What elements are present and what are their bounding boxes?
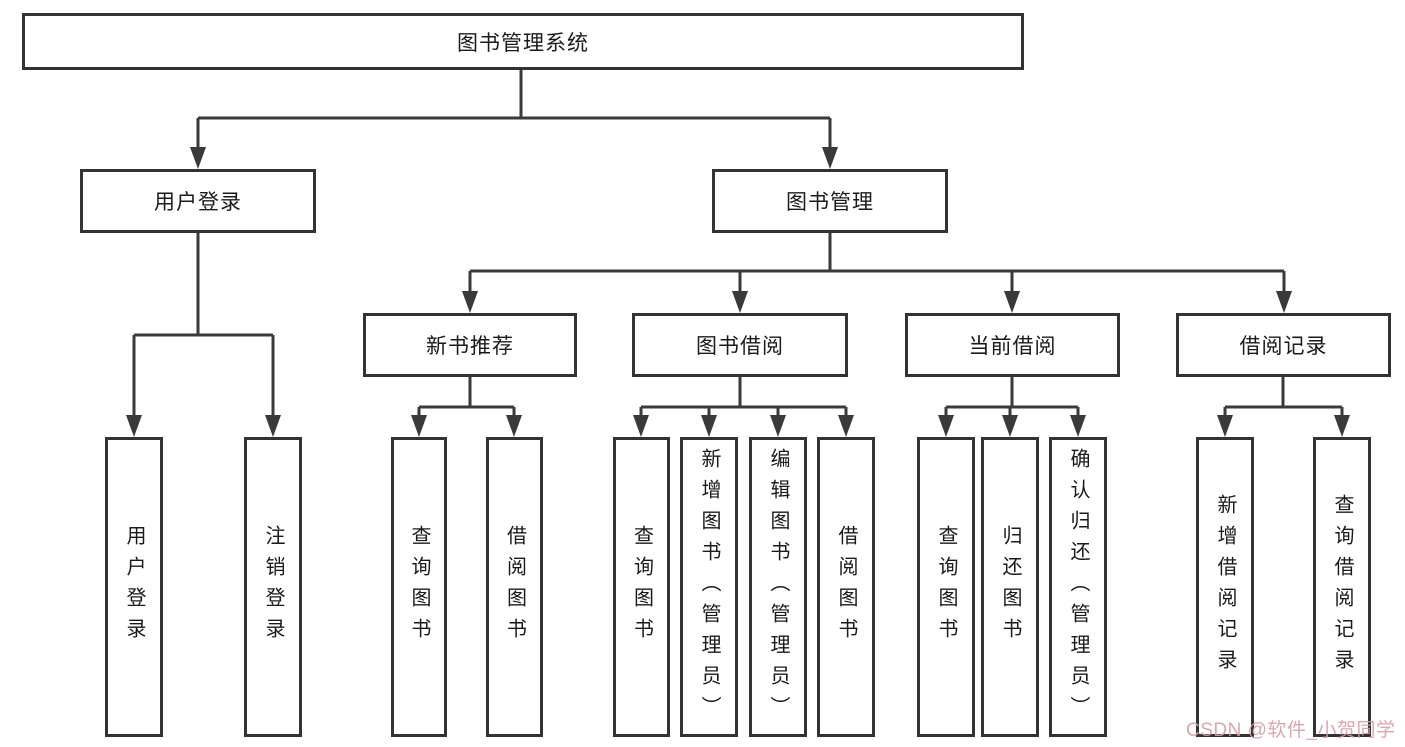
node-label: 查询图书 [630, 525, 653, 649]
node-newbook-borrow-books: 借阅图书 [486, 437, 543, 737]
node-label: 确认归还（管理员） [1067, 447, 1089, 727]
node-leaf-user-login: 用户登录 [105, 437, 163, 737]
csdn-watermark: CSDN @软件_小贺同学 [1186, 720, 1396, 741]
node-label: 查询图书 [408, 525, 430, 649]
node-label: 用户登录 [123, 525, 145, 649]
connector-login-to-leaves [126, 233, 281, 437]
node-leaf-logout: 注销登录 [244, 437, 302, 737]
connector-newbook-to-leaves [411, 377, 522, 437]
node-user-login: 用户登录 [80, 169, 316, 233]
node-current-query-books: 查询图书 [917, 437, 975, 737]
node-borrow-borrow-books: 借阅图书 [817, 437, 875, 737]
node-label: 编辑图书（管理员） [767, 447, 789, 727]
node-newbook-query-books: 查询图书 [391, 437, 447, 737]
node-borrow-edit-books-admin: 编辑图书（管理员） [749, 437, 807, 737]
node-borrow-query-books: 查询图书 [613, 437, 670, 737]
node-label: 新增图书（管理员） [698, 447, 720, 727]
node-records-query-record: 查询借阅记录 [1313, 437, 1371, 737]
node-label: 借阅图书 [503, 525, 526, 649]
node-borrow-records: 借阅记录 [1176, 313, 1391, 377]
connector-root-to-level2 [190, 70, 838, 169]
connector-manage-to-level3 [462, 233, 1292, 313]
node-label: 新增借阅记录 [1214, 494, 1236, 680]
node-label: 查询借阅记录 [1331, 494, 1353, 680]
node-label: 查询图书 [935, 525, 957, 649]
node-current-return-books: 归还图书 [981, 437, 1039, 737]
node-new-book-recommend: 新书推荐 [363, 313, 577, 377]
node-label: 注销登录 [262, 525, 284, 649]
node-records-add-record: 新增借阅记录 [1196, 437, 1254, 737]
connector-borrow-to-leaves [633, 377, 854, 437]
node-label: 归还图书 [999, 525, 1021, 649]
node-current-borrow: 当前借阅 [905, 313, 1120, 377]
node-current-confirm-return-admin: 确认归还（管理员） [1049, 437, 1107, 737]
node-book-borrow: 图书借阅 [632, 313, 848, 377]
connector-records-to-leaves [1217, 377, 1350, 437]
node-root: 图书管理系统 [22, 13, 1024, 70]
node-book-manage: 图书管理 [712, 169, 948, 233]
node-borrow-add-books-admin: 新增图书（管理员） [680, 437, 738, 737]
connector-current-to-leaves [938, 377, 1086, 437]
node-label: 借阅图书 [835, 525, 857, 649]
